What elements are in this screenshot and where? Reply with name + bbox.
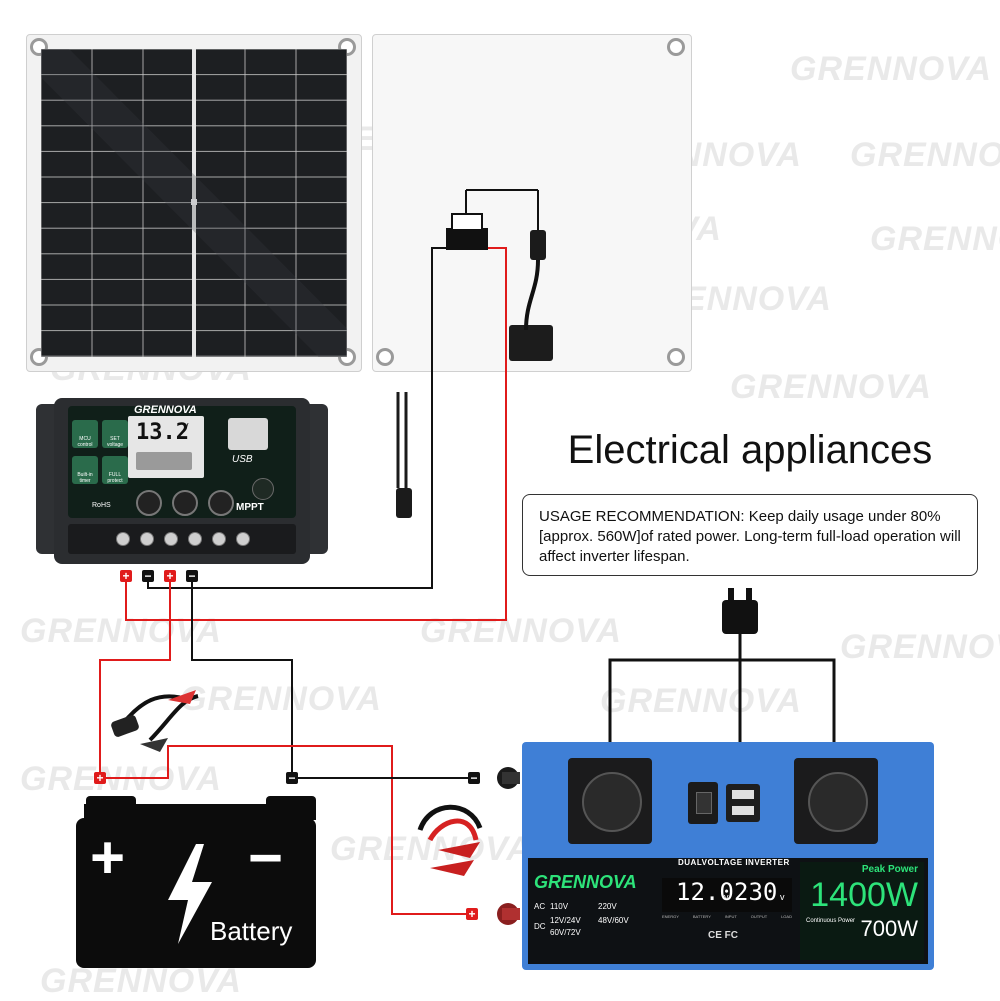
lcd-indicators: ENERGY BATTERY INPUT OUTPUT LOAD: [662, 914, 792, 919]
built-in-timer-label: Built-in timer: [77, 472, 93, 484]
lcd-voltage: 13.2: [136, 420, 189, 445]
page-title: Electrical appliances: [567, 428, 933, 472]
watermark: GRENNOVA: [420, 612, 622, 650]
controller-brand: GRENNOVA: [134, 404, 197, 416]
usb-label: USB: [232, 454, 253, 465]
dc-option-60-72: 60V/72V: [550, 928, 581, 937]
controller-terminals: [68, 524, 296, 554]
mcu-control-label: MCU control: [77, 436, 93, 448]
solar-panel-front: [26, 34, 362, 372]
menu-button[interactable]: [136, 490, 162, 516]
set-voltage-label: SET voltage: [106, 436, 124, 448]
watermark: GRENNOVA: [20, 612, 222, 650]
dc-option-48-60: 48V/60V: [598, 916, 629, 925]
dc-label: DC: [534, 922, 546, 931]
lcd-input-unit: v: [724, 892, 729, 902]
rohs-label: RoHS: [92, 502, 111, 509]
peak-power-label: Peak Power: [861, 864, 918, 875]
watermark: GRENNOVA: [840, 628, 1000, 666]
battery-label: Battery: [210, 916, 293, 946]
inverter-display-panel: DUALVOLTAGE INVERTER GRENNOVA AC 110V 22…: [528, 858, 928, 964]
ac-outlet-right[interactable]: [794, 758, 878, 844]
controller-terminal-neg-battery: −: [186, 570, 198, 582]
inverter-brand: GRENNOVA: [534, 872, 637, 892]
battery-minus-symbol: −: [248, 824, 284, 891]
power-switch[interactable]: [688, 782, 718, 824]
junction-box: [509, 325, 553, 361]
inverter-lcd: 12.0 v 230 v: [662, 878, 792, 912]
ac-option-110v: 110V: [550, 902, 569, 911]
controller-face: GRENNOVA MCU control SET voltage Built-i…: [68, 404, 296, 518]
watermark: GRENNOVA: [180, 680, 382, 718]
mppt-label: MPPT: [236, 502, 264, 513]
watermark: GRENNOVA: [870, 220, 1000, 258]
lcd-input-voltage: 12.0: [676, 878, 734, 906]
lcd-output-voltage: 230: [734, 878, 778, 906]
inverter-neg-tag: −: [468, 772, 480, 784]
down-button[interactable]: [208, 490, 234, 516]
dc-option-12-24: 12V/24V: [550, 916, 581, 925]
cert-marks: CE FC: [708, 930, 738, 941]
usage-recommendation-text: USAGE RECOMMENDATION: Keep daily usage u…: [539, 508, 961, 565]
continuous-power-label: Continuous Power: [806, 918, 856, 924]
peak-power-value: 1400W: [810, 876, 918, 914]
ac-outlet-left[interactable]: [568, 758, 652, 844]
inverter-usb-ports[interactable]: [726, 784, 760, 822]
battery-plus-symbol: +: [90, 824, 126, 891]
charge-controller: GRENNOVA MCU control SET voltage Built-i…: [36, 398, 328, 566]
usb-port[interactable]: [228, 418, 268, 450]
up-button[interactable]: [172, 490, 198, 516]
usage-recommendation: USAGE RECOMMENDATION: Keep daily usage u…: [522, 494, 978, 576]
watermark: GRENNOVA: [730, 368, 932, 406]
built-in-timer-button[interactable]: [72, 456, 98, 484]
controller-lcd: 13.2 v: [128, 416, 204, 478]
lcd-icons: [136, 452, 192, 470]
solar-panel-back: [372, 34, 692, 372]
watermark: GRENNOVA: [850, 136, 1000, 174]
inverter-pos-tag: +: [466, 908, 478, 920]
lcd-output-unit: v: [780, 892, 785, 902]
controller-terminal-neg-solar: −: [142, 570, 154, 582]
ac-option-220v: 220V: [598, 902, 617, 911]
controller-terminal-pos-solar: +: [120, 570, 132, 582]
full-protect-button[interactable]: [102, 456, 128, 484]
watermark: GRENNOVA: [600, 682, 802, 720]
inverter: DUALVOLTAGE INVERTER GRENNOVA AC 110V 22…: [522, 742, 934, 970]
controller-body: GRENNOVA MCU control SET voltage Built-i…: [54, 398, 310, 564]
battery-top: [84, 804, 310, 818]
controller-terminal-pos-battery: +: [164, 570, 176, 582]
watermark: GRENNOVA: [790, 50, 992, 88]
watermark: GRENNOVA: [40, 962, 242, 1000]
battery-neg-tag: −: [286, 772, 298, 784]
solar-cells: [26, 34, 362, 372]
mcu-control-button[interactable]: [72, 420, 98, 448]
inverter-model: DUALVOLTAGE INVERTER: [678, 858, 790, 867]
battery-pos-tag: +: [94, 772, 106, 784]
ac-label: AC: [534, 902, 546, 911]
battery: + −: [76, 818, 316, 968]
lcd-voltage-unit: v: [184, 420, 189, 430]
mppt-icon: [252, 478, 274, 500]
continuous-power-value: 700W: [860, 916, 918, 941]
full-protect-label: FULL protect: [107, 472, 123, 484]
set-voltage-button[interactable]: [102, 420, 128, 448]
power-rating: Peak Power 1400W Continuous Power 700W: [800, 862, 924, 960]
lightning-icon: [168, 844, 212, 944]
